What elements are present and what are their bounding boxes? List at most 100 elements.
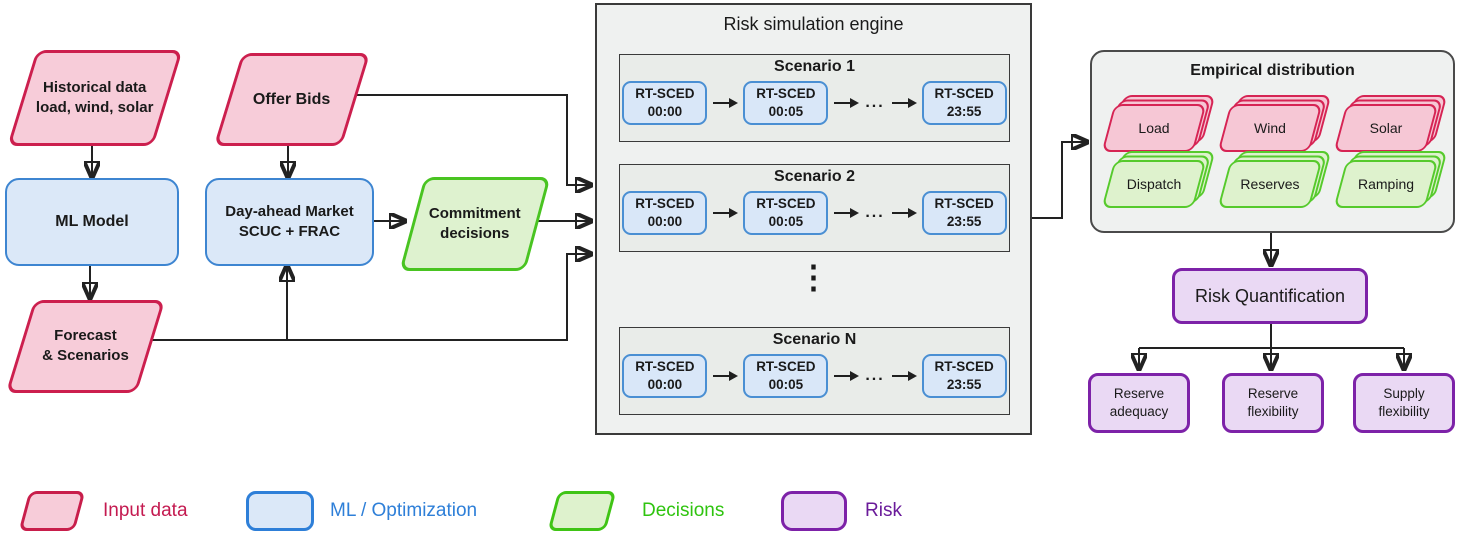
card-load-label: Load xyxy=(1138,120,1170,136)
output-line1: Reserve xyxy=(1247,385,1299,401)
forecast-line2: & Scenarios xyxy=(42,347,129,365)
step-time: 23:55 xyxy=(946,214,982,229)
card-dispatch: Dispatch xyxy=(1101,151,1216,208)
ml-model-node: ML Model xyxy=(5,178,179,266)
ellipsis: ... xyxy=(865,94,885,111)
step-time: 23:55 xyxy=(946,377,982,392)
scenario-2-title: Scenario 2 xyxy=(774,168,855,185)
legend-decisions-swatch xyxy=(547,491,617,531)
scenario-n-steps: RT-SCED 00:00 RT-SCED 00:05 ... RT-SCED 23:… xyxy=(620,354,1009,398)
reserve-adequacy-node: Reserve adequacy xyxy=(1088,373,1190,433)
day-ahead-line1: Day-ahead Market xyxy=(225,202,354,220)
card-dispatch-label: Dispatch xyxy=(1126,176,1182,192)
arrow-right-icon xyxy=(834,98,860,108)
rt-sced-step: RT-SCED 00:05 xyxy=(743,191,829,235)
legend-ml-optimization-swatch xyxy=(246,491,314,531)
scenario-n-title: Scenario N xyxy=(772,331,857,348)
scenario-1-steps: RT-SCED 00:00 RT-SCED 00:05 ... RT-SCED 23:… xyxy=(620,81,1009,125)
empirical-distribution-panel: Empirical distribution Load Wind Solar D… xyxy=(1090,50,1455,233)
supply-flexibility-node: Supply flexibility xyxy=(1353,373,1455,433)
step-time: 00:00 xyxy=(647,377,683,392)
step-name: RT-SCED xyxy=(756,359,816,375)
card-reserves-label: Reserves xyxy=(1240,176,1300,192)
legend-decisions-label: Decisions xyxy=(642,500,725,521)
step-name: RT-SCED xyxy=(635,359,695,375)
vertical-ellipsis: ⋮ xyxy=(797,259,830,295)
risk-quantification-label: Risk Quantification xyxy=(1194,285,1346,306)
arrow-right-icon xyxy=(834,208,860,218)
output-line2: adequacy xyxy=(1109,404,1169,419)
output-line2: flexibility xyxy=(1247,404,1299,419)
empirical-title: Empirical distribution xyxy=(1190,62,1355,79)
reserve-flexibility-node: Reserve flexibility xyxy=(1222,373,1324,433)
forecast-scenarios-node: Forecast & Scenarios xyxy=(5,300,166,393)
arrow-right-icon xyxy=(713,98,739,108)
arrow-right-icon xyxy=(713,208,739,218)
historical-data-line1: Historical data xyxy=(43,78,147,96)
arrow-right-icon xyxy=(891,208,917,218)
ellipsis: ... xyxy=(865,367,885,384)
card-solar: Solar xyxy=(1333,95,1448,152)
card-solar-label: Solar xyxy=(1369,120,1403,136)
commitment-line2: decisions xyxy=(440,225,510,242)
scenario-2-box: Scenario 2 RT-SCED 00:00 RT-SCED 00:05 ...… xyxy=(619,164,1010,252)
engine-title: Risk simulation engine xyxy=(723,14,904,34)
risk-quantification-node: Risk Quantification xyxy=(1172,268,1368,324)
step-time: 00:05 xyxy=(768,214,804,229)
step-time: 23:55 xyxy=(946,104,982,119)
arrow-right-icon xyxy=(713,371,739,381)
rt-sced-step: RT-SCED 00:00 xyxy=(622,191,708,235)
rt-sced-step: RT-SCED 23:55 xyxy=(921,191,1007,235)
rt-sced-step: RT-SCED 00:05 xyxy=(743,81,829,125)
arrow-right-icon xyxy=(834,371,860,381)
rt-sced-step: RT-SCED 00:00 xyxy=(622,354,708,398)
legend-input-data-label: Input data xyxy=(103,500,188,521)
historical-data-node: Historical data load, wind, solar xyxy=(7,50,183,146)
forecast-line1: Forecast xyxy=(54,327,117,345)
rt-sced-step: RT-SCED 00:00 xyxy=(622,81,708,125)
card-ramping: Ramping xyxy=(1333,151,1448,208)
rt-sced-step: RT-SCED 00:05 xyxy=(743,354,829,398)
step-time: 00:00 xyxy=(647,214,683,229)
card-ramping-label: Ramping xyxy=(1357,176,1415,192)
step-name: RT-SCED xyxy=(756,196,816,212)
step-name: RT-SCED xyxy=(934,359,994,375)
historical-data-line2: load, wind, solar xyxy=(36,99,154,116)
scenario-1-title: Scenario 1 xyxy=(774,58,855,75)
output-line1: Reserve xyxy=(1113,385,1165,401)
card-reserves: Reserves xyxy=(1217,151,1332,208)
legend-risk-label: Risk xyxy=(865,500,902,521)
ellipsis: ... xyxy=(865,204,885,221)
rt-sced-step: RT-SCED 23:55 xyxy=(921,81,1007,125)
day-ahead-line2: SCUC + FRAC xyxy=(238,223,341,240)
arrow-right-icon xyxy=(891,98,917,108)
card-load: Load xyxy=(1101,95,1216,152)
output-line2: flexibility xyxy=(1378,404,1430,419)
scenario-2-steps: RT-SCED 00:00 RT-SCED 00:05 ... RT-SCED 23:… xyxy=(620,191,1009,235)
step-name: RT-SCED xyxy=(635,86,695,102)
step-name: RT-SCED xyxy=(635,196,695,212)
risk-simulation-engine-panel: Risk simulation engine Scenario 1 RT-SCE… xyxy=(595,3,1032,435)
step-time: 00:05 xyxy=(768,104,804,119)
step-name: RT-SCED xyxy=(934,196,994,212)
commitment-decisions-node: Commitment decisions xyxy=(399,177,551,271)
step-time: 00:00 xyxy=(647,104,683,119)
step-name: RT-SCED xyxy=(934,86,994,102)
legend-ml-optimization-label: ML / Optimization xyxy=(330,500,478,521)
step-name: RT-SCED xyxy=(756,86,816,102)
ml-model-label: ML Model xyxy=(55,213,129,231)
legend-input-data-swatch xyxy=(18,491,86,531)
offer-bids-label: Offer Bids xyxy=(253,90,331,108)
scenario-1-box: Scenario 1 RT-SCED 00:00 RT-SCED 00:05 ...… xyxy=(619,54,1010,142)
commitment-line1: Commitment xyxy=(429,204,521,222)
arrow-right-icon xyxy=(891,371,917,381)
output-line1: Supply xyxy=(1383,385,1425,401)
scenario-n-box: Scenario N RT-SCED 00:00 RT-SCED 00:05 ...… xyxy=(619,327,1010,415)
card-wind: Wind xyxy=(1217,95,1332,152)
legend-risk-swatch xyxy=(781,491,847,531)
offer-bids-node: Offer Bids xyxy=(213,53,371,146)
rt-sced-step: RT-SCED 23:55 xyxy=(921,354,1007,398)
step-time: 00:05 xyxy=(768,377,804,392)
